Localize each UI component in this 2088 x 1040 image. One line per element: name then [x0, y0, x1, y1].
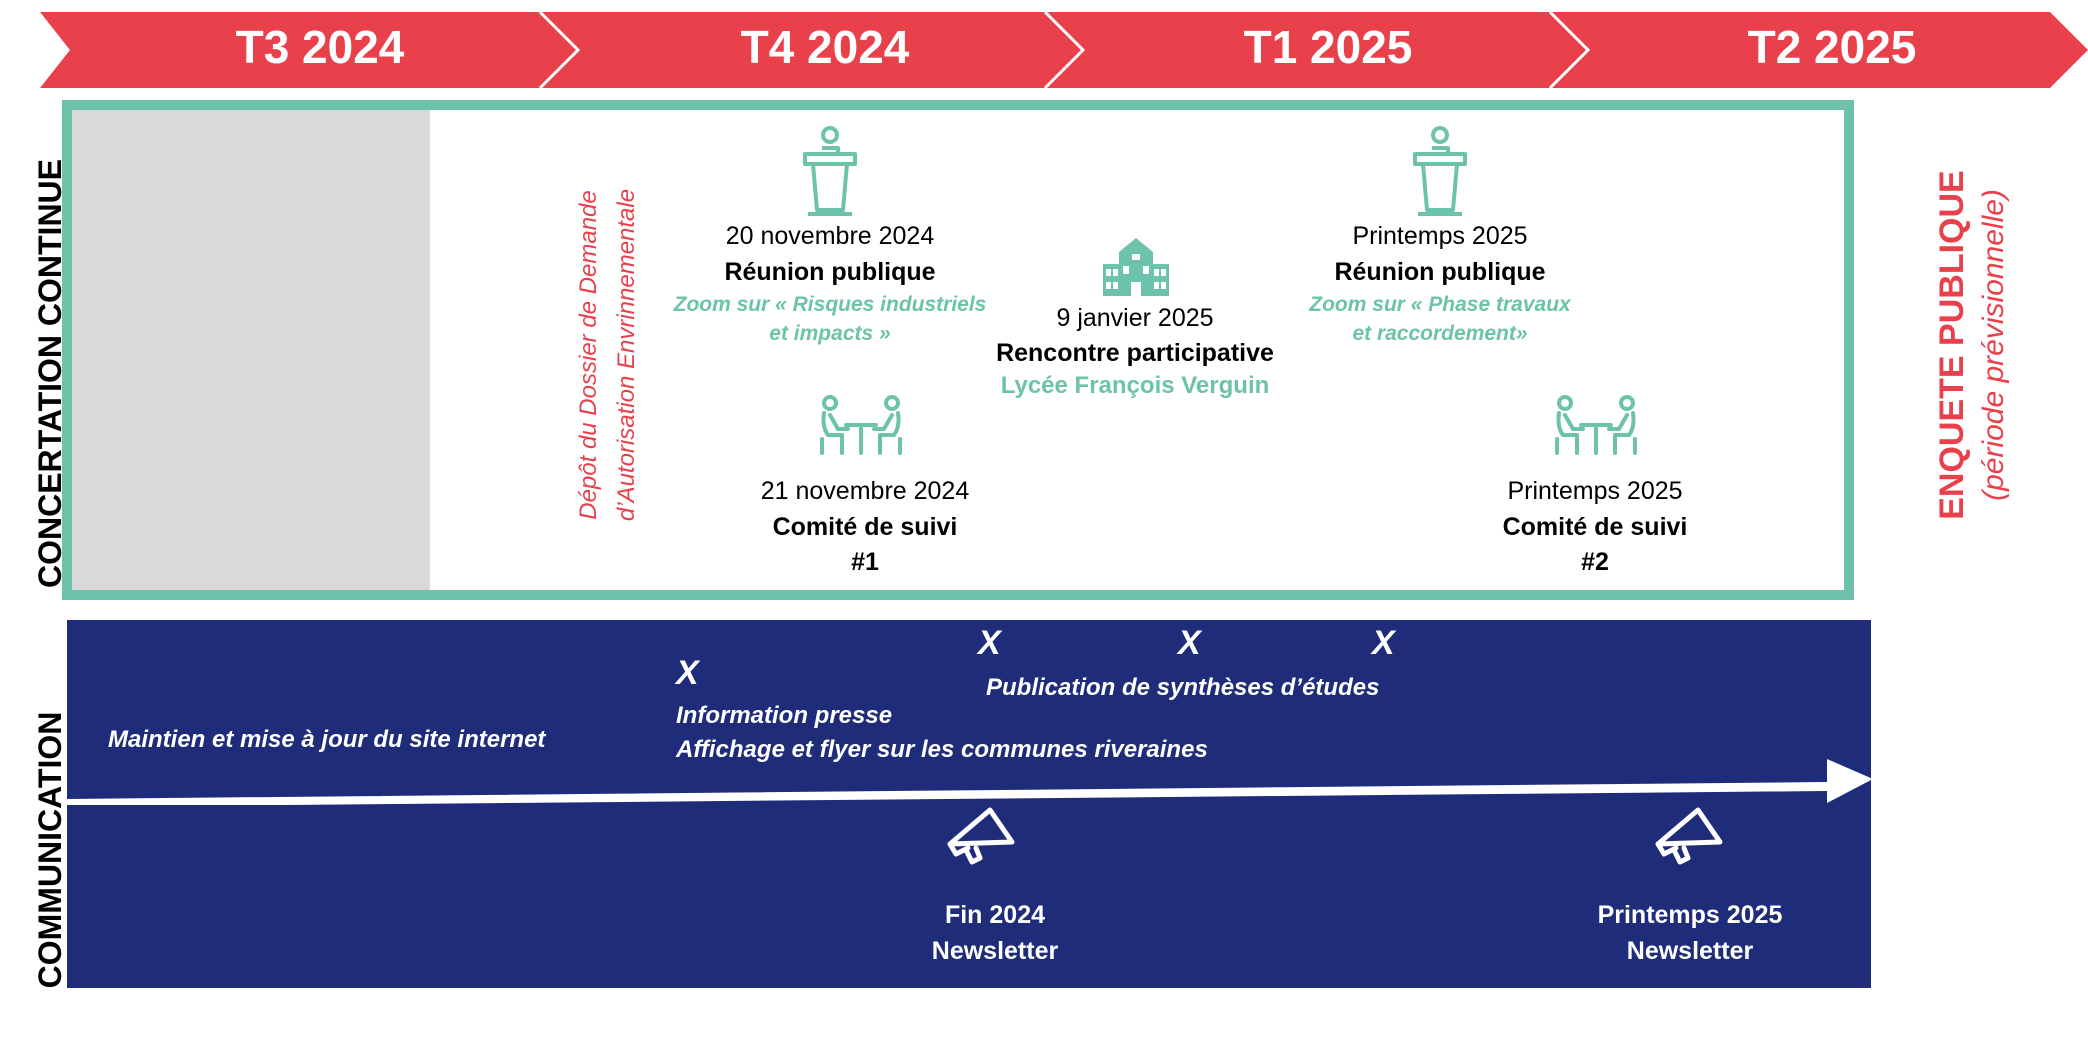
comite1-title: Comité de suivi: [772, 513, 958, 541]
school-icon: [1103, 238, 1169, 296]
site-internet-text: Maintien et mise à jour du site internet: [108, 726, 546, 753]
x-mark-synthese-3: X: [1372, 624, 1395, 662]
timeline-header: [40, 10, 2088, 90]
communication-label: COMMUNICATION: [32, 711, 68, 989]
newsletter1-label: Newsletter: [931, 937, 1059, 965]
depot-ddae-label: Dépôt du Dossier de Demande d’Autorisati…: [570, 145, 650, 565]
reunion2-zoom-line-1: Zoom sur « Phase travaux: [1309, 293, 1571, 316]
period-t1-2025: T1 2025: [1243, 21, 1413, 73]
period-t2-2025: T2 2025: [1747, 21, 1917, 73]
meeting-icon: [1555, 395, 1637, 455]
period-t3-2024: T3 2024: [235, 21, 405, 73]
comite2-date: Printemps 2025: [1507, 477, 1683, 505]
meeting-icon: [820, 395, 902, 455]
reunion2-title: Réunion publique: [1334, 258, 1546, 286]
enquete-publique-label: ENQUETE PUBLIQUE (période prévisionnelle…: [1930, 155, 2020, 535]
enquete-subtitle: (période prévisionnelle): [1977, 189, 2010, 501]
comite2-title: Comité de suivi: [1502, 513, 1688, 541]
x-mark-synthese-1: X: [978, 624, 1001, 662]
x-mark-presse: X: [676, 654, 699, 692]
timeline-separator: [1548, 10, 1591, 90]
comite1-number: #1: [851, 548, 879, 576]
enquete-title: ENQUETE PUBLIQUE: [1933, 170, 1971, 520]
megaphone-icon: [1655, 807, 1723, 865]
depot-line-1: Dépôt du Dossier de Demande: [575, 190, 602, 520]
past-period-zone: [72, 110, 430, 590]
comite1-date: 21 novembre 2024: [760, 477, 970, 505]
reunion1-zoom-line-2: et impacts »: [769, 322, 891, 345]
period-t4-2024: T4 2024: [740, 21, 910, 73]
timeline-arrow: [40, 12, 2088, 88]
presse-line-1: Information presse: [676, 702, 893, 729]
rencontre-date: 9 janvier 2025: [1056, 304, 1214, 332]
reunion2-date: Printemps 2025: [1352, 222, 1528, 250]
syntheses-text: Publication de synthèses d’études: [986, 674, 1380, 701]
x-mark-synthese-2: X: [1178, 624, 1201, 662]
reunion1-date: 20 novembre 2024: [725, 222, 935, 250]
newsletter2-label: Newsletter: [1626, 937, 1754, 965]
reunion2-zoom-line-2: et raccordement»: [1352, 322, 1528, 345]
podium-icon: [803, 126, 857, 216]
megaphone-icon: [947, 807, 1015, 865]
rencontre-place: Lycée François Verguin: [1000, 372, 1270, 399]
podium-icon: [1413, 126, 1467, 216]
timeline-separator: [538, 10, 581, 90]
comite2-number: #2: [1581, 548, 1609, 576]
depot-line-2: d’Autorisation Envrinnementale: [613, 188, 640, 522]
newsletter1-date: Fin 2024: [944, 901, 1046, 929]
newsletter2-date: Printemps 2025: [1597, 901, 1783, 929]
reunion1-title: Réunion publique: [724, 258, 936, 286]
rencontre-title: Rencontre participative: [996, 339, 1274, 367]
communication-arrow: [67, 759, 1873, 805]
timeline-separator: [1043, 10, 1086, 90]
presse-line-2: Affichage et flyer sur les communes rive…: [676, 736, 1208, 763]
reunion1-zoom-line-1: Zoom sur « Risques industriels: [673, 293, 987, 316]
